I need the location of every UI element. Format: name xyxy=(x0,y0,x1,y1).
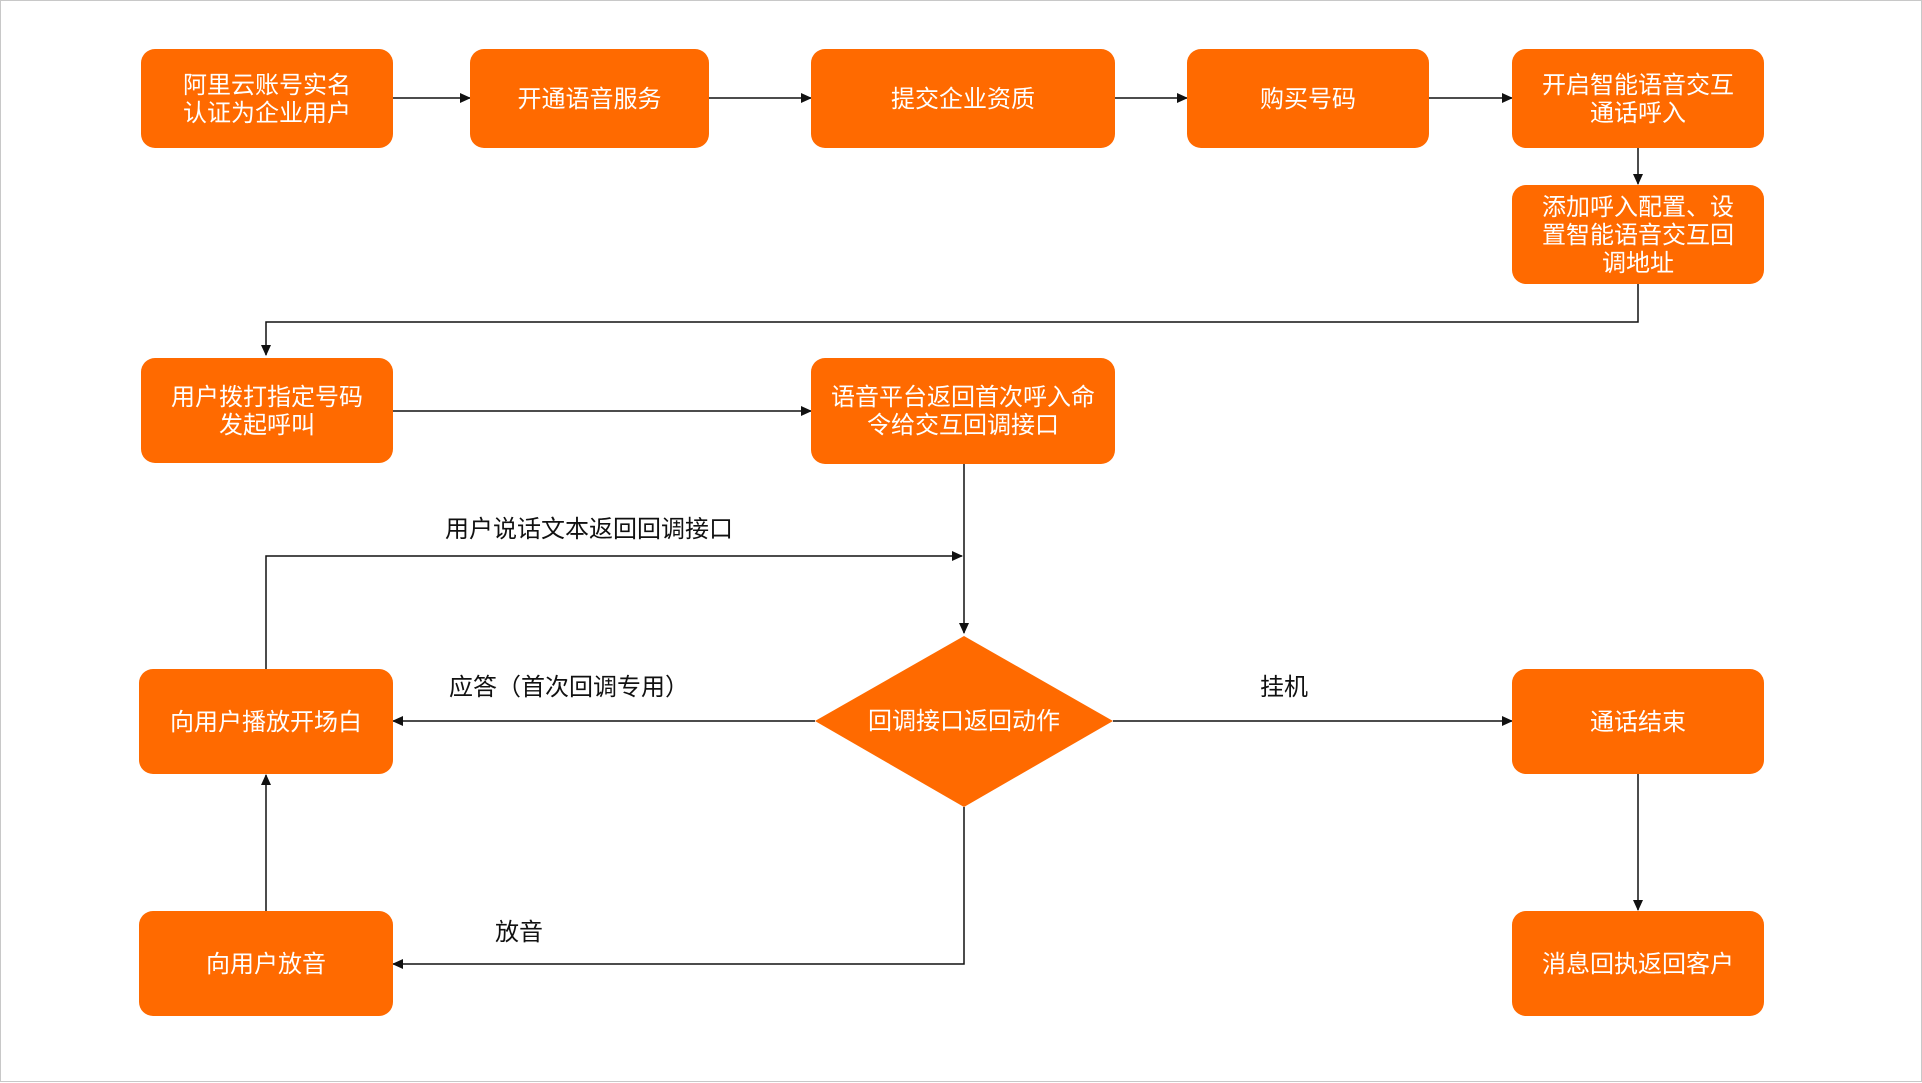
node-play-opening-label: 向用户播放开场白 xyxy=(170,707,362,736)
decision-diamond xyxy=(815,636,1113,807)
arrow-config-to-dial xyxy=(261,284,1639,356)
node-enable-voice-label: 开通语音服务 xyxy=(517,84,662,113)
node-play-opening: 向用户播放开场白 xyxy=(139,669,393,774)
node-submit-qualification: 提交企业资质 xyxy=(811,49,1115,148)
node-add-config: 添加呼入配置、设置智能语音交互回调地址 xyxy=(1512,185,1764,284)
node-enable-inbound: 开启智能语音交互通话呼入 xyxy=(1512,49,1764,148)
node-call-end-label: 通话结束 xyxy=(1590,707,1686,736)
node-submit-qualification-label: 提交企业资质 xyxy=(891,84,1035,113)
label-hangup: 挂机 xyxy=(1260,673,1308,701)
node-enable-voice: 开通语音服务 xyxy=(470,49,709,148)
node-receipt: 消息回执返回客户 xyxy=(1512,911,1764,1016)
node-user-dial: 用户拨打指定号码发起呼叫 xyxy=(141,358,393,463)
node-platform-return-label: 语音平台返回首次呼入命令给交互回调接口 xyxy=(831,383,1095,439)
arrow-opening-speech-loop xyxy=(265,551,963,669)
node-enable-inbound-label: 开启智能语音交互通话呼入 xyxy=(1542,70,1734,127)
arrow-decision-play xyxy=(392,807,965,969)
node-platform-return: 语音平台返回首次呼入命令给交互回调接口 xyxy=(811,358,1115,464)
node-call-end: 通话结束 xyxy=(1512,669,1764,774)
node-buy-number: 购买号码 xyxy=(1187,49,1429,148)
decision-label: 回调接口返回动作 xyxy=(868,707,1060,735)
node-verify-account: 阿里云账号实名认证为企业用户 xyxy=(141,49,393,148)
node-play-audio: 向用户放音 xyxy=(139,911,393,1016)
node-buy-number-label: 购买号码 xyxy=(1260,84,1356,113)
label-play: 放音 xyxy=(495,918,543,946)
node-add-config-label: 添加呼入配置、设置智能语音交互回调地址 xyxy=(1542,192,1734,277)
label-answer: 应答（首次回调专用） xyxy=(449,673,689,701)
node-user-dial-label: 用户拨打指定号码发起呼叫 xyxy=(171,382,363,439)
node-play-audio-label: 向用户放音 xyxy=(206,949,326,978)
label-speech-text: 用户说话文本返回回调接口 xyxy=(445,515,733,543)
node-verify-account-label: 阿里云账号实名认证为企业用户 xyxy=(183,70,351,127)
node-receipt-label: 消息回执返回客户 xyxy=(1542,949,1734,978)
